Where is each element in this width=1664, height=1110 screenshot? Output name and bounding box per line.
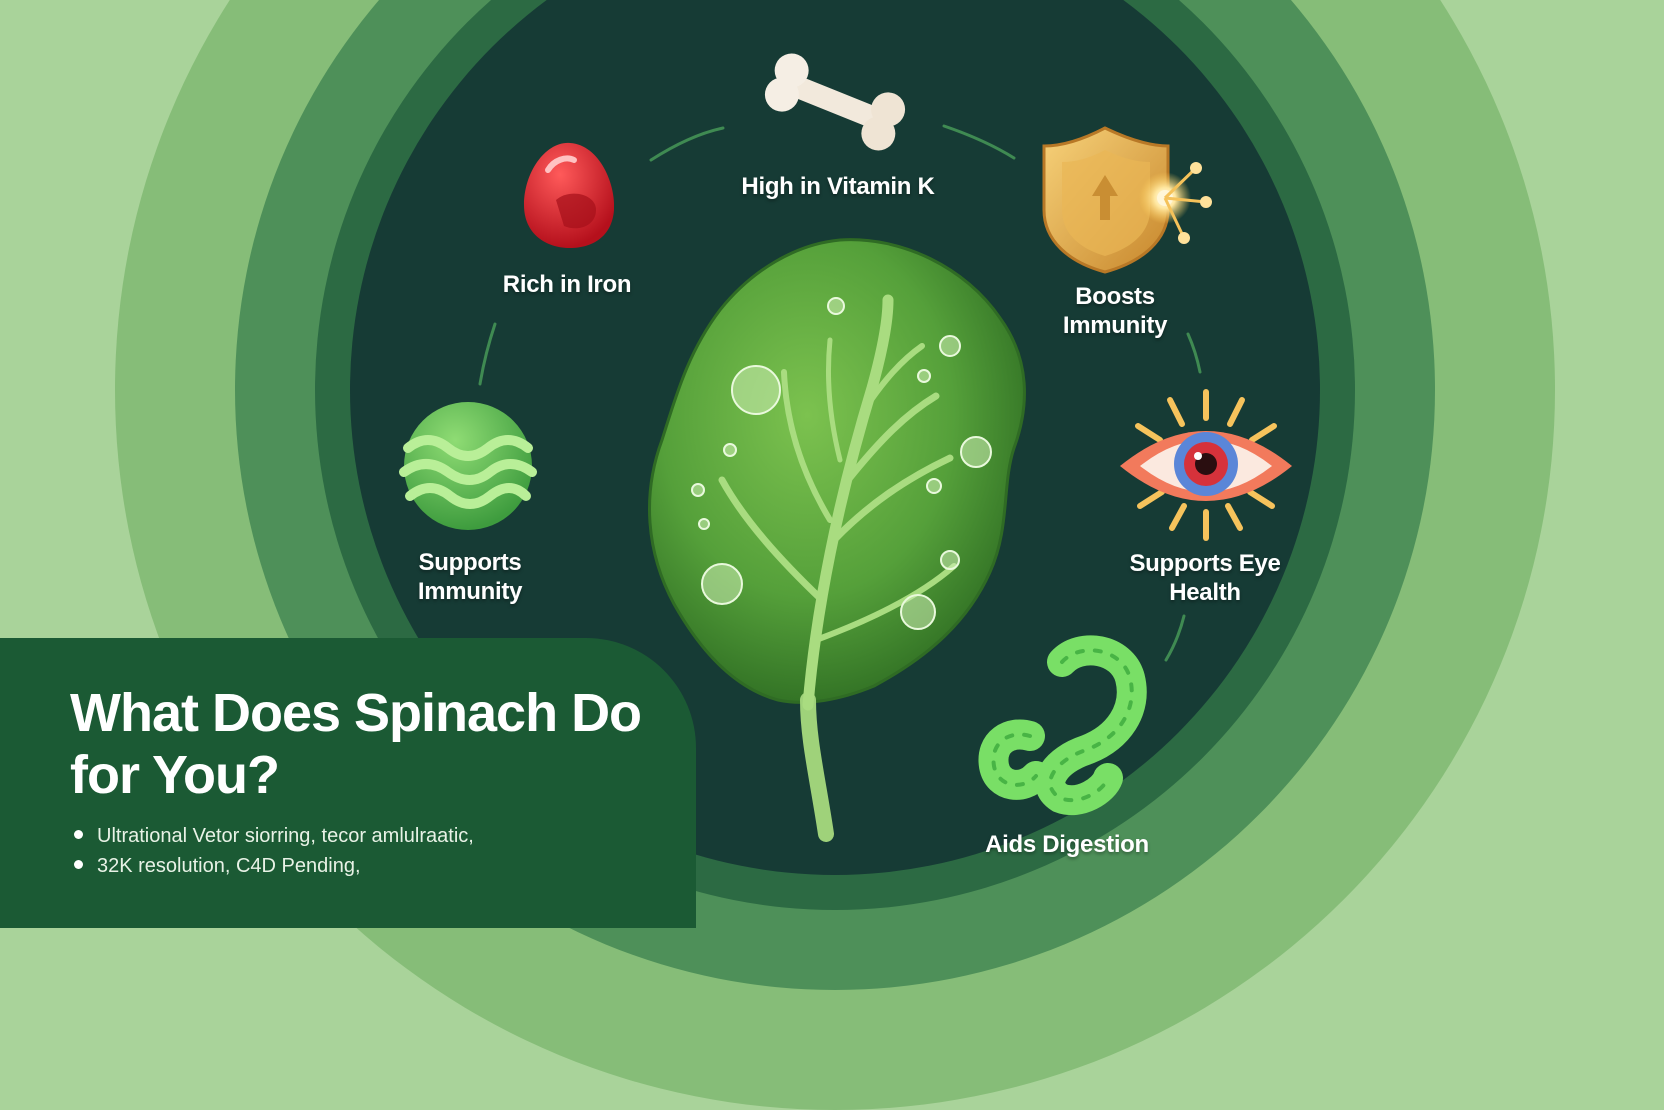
connector-arcs: [478, 124, 1202, 662]
bullet-item: 32K resolution, C4D Pending,: [74, 854, 361, 878]
title-panel: What Does Spinach Do for You?: [0, 638, 696, 928]
spinach-leaf-icon: [648, 238, 1026, 842]
infographic-artwork: [399, 53, 1292, 842]
wave-ball-icon: [399, 402, 537, 530]
label-rich-in-iron: Rich in Iron: [502, 271, 632, 298]
label-aids-digestion: Aids Digestion: [985, 831, 1149, 858]
shield-icon: [1042, 126, 1212, 274]
eye-icon: [1120, 389, 1292, 541]
bullet-item: Ultrational Vetor siorring, tecor amlulr…: [74, 824, 474, 848]
blood-drop-icon: [524, 142, 615, 248]
label-supports-eye-health: Supports Eye Health: [1129, 550, 1281, 606]
label-boosts-immunity: Boosts Immunity: [1062, 283, 1168, 339]
page-title: What Does Spinach Do for You?: [70, 683, 642, 805]
intestine-icon: [978, 635, 1147, 815]
bone-icon: [764, 53, 906, 151]
label-high-in-vitamin-k: High in Vitamin K: [741, 173, 935, 200]
label-supports-immunity: Supports Immunity: [417, 549, 523, 605]
